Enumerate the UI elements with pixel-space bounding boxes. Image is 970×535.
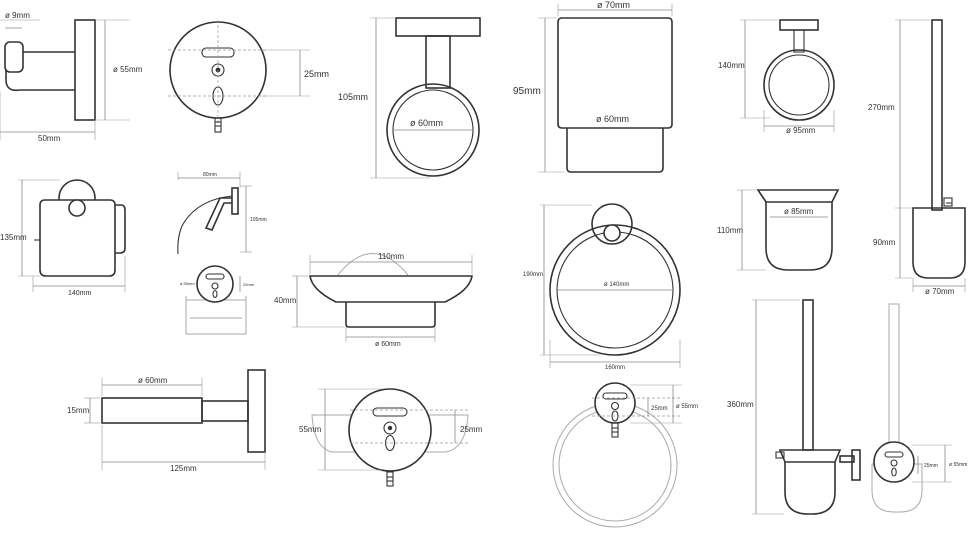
toilet-brush-small-drawing: 270mm 90mm ø 70mm xyxy=(868,19,966,296)
glass-holder-height-label: 140mm xyxy=(718,61,745,70)
tumbler-bar-length-label: 125mm xyxy=(170,464,197,473)
brush-small-total-height-label: 270mm xyxy=(868,103,895,112)
tumbler-bottom-diameter-label: ø 60mm xyxy=(596,114,629,124)
tumbler-bar-thickness-label: 15mm xyxy=(67,406,90,415)
brush-cup-drawing: ø 85mm 110mm xyxy=(717,189,840,271)
tumbler-holder-diameter-label: ø 60mm xyxy=(410,118,443,128)
tumbler-bar-diameter-label: ø 60mm xyxy=(138,376,168,385)
robe-hook-width-label: 50mm xyxy=(38,134,61,143)
paper-holder-side-height-label: 105mm xyxy=(250,217,267,223)
soap-dish-drawing: 110mm 40mm ø 60mm xyxy=(274,252,473,348)
wall-fixing-drawing: 25mm xyxy=(168,20,329,133)
robe-hook-drawing: ø 9mm ø 55mm 50mm xyxy=(0,11,143,143)
tumbler-bar-drawing: ø 60mm 15mm 125mm xyxy=(67,369,266,473)
soap-dish-width-label: 110mm xyxy=(378,252,404,261)
ring-rosette-fixing-label: 25mm xyxy=(651,406,668,412)
tumbler-drawing: ø 70mm 95mm ø 60mm xyxy=(513,0,673,173)
paper-holder-side-drawing: 80mm 105mm xyxy=(177,172,267,255)
ring-rosette-drawing: 25mm ø 55mm xyxy=(552,382,698,528)
soap-dish-top-drawing: 55mm 25mm xyxy=(299,388,483,487)
tumbler-top-diameter-label: ø 70mm xyxy=(597,0,630,10)
glass-holder-drawing: 140mm ø 95mm xyxy=(718,19,835,135)
robe-hook-rosette-label: ø 55mm xyxy=(113,65,143,74)
towel-ring-drawing: 190mm ø 140mm 160mm xyxy=(523,203,681,371)
soap-dish-top-height-label: 55mm xyxy=(299,425,322,434)
paper-holder-depth-label: 80mm xyxy=(203,172,217,178)
glass-holder-diameter-label: ø 95mm xyxy=(786,126,816,135)
tumbler-holder-height-label: 105mm xyxy=(338,92,368,102)
soap-dish-height-label: 40mm xyxy=(274,296,297,305)
tumbler-height-label: 95mm xyxy=(513,86,541,97)
wall-fixing-height-label: 25mm xyxy=(304,69,329,79)
soap-dish-bottom-label: ø 60mm xyxy=(375,341,401,348)
brush-large-rosette-label: ø 55mm xyxy=(949,462,967,468)
paper-holder-width-label: 140mm xyxy=(68,290,92,297)
paper-holder-rosette-fixing-label: 25mm xyxy=(243,282,255,287)
paper-holder-rosette-drawing: ø 55mm 25mm xyxy=(180,265,255,335)
brush-large-fixing-label: 25mm xyxy=(924,463,938,469)
soap-dish-top-fixing-label: 25mm xyxy=(460,425,483,434)
towel-ring-width-label: 160mm xyxy=(605,365,625,371)
towel-ring-inner-label: ø 140mm xyxy=(604,282,629,288)
brush-small-cup-height-label: 90mm xyxy=(873,238,896,247)
paper-holder-height-label: 135mm xyxy=(0,233,27,242)
toilet-brush-large-drawing: 360mm 25mm ø 55mm xyxy=(727,299,967,515)
tumbler-holder-side-drawing: 105mm ø 60mm xyxy=(338,17,481,179)
brush-large-height-label: 360mm xyxy=(727,400,754,409)
ring-rosette-diameter-label: ø 55mm xyxy=(676,404,698,410)
brush-small-cup-diameter-label: ø 70mm xyxy=(925,287,955,296)
paper-holder-front-drawing: 135mm 140mm xyxy=(0,179,126,297)
brush-cup-diameter-label: ø 85mm xyxy=(784,207,814,216)
paper-holder-rosette-diameter-label: ø 55mm xyxy=(180,281,195,286)
towel-ring-height-label: 190mm xyxy=(523,272,543,278)
robe-hook-pin-label: ø 9mm xyxy=(5,11,30,20)
brush-cup-height-label: 110mm xyxy=(717,226,743,235)
